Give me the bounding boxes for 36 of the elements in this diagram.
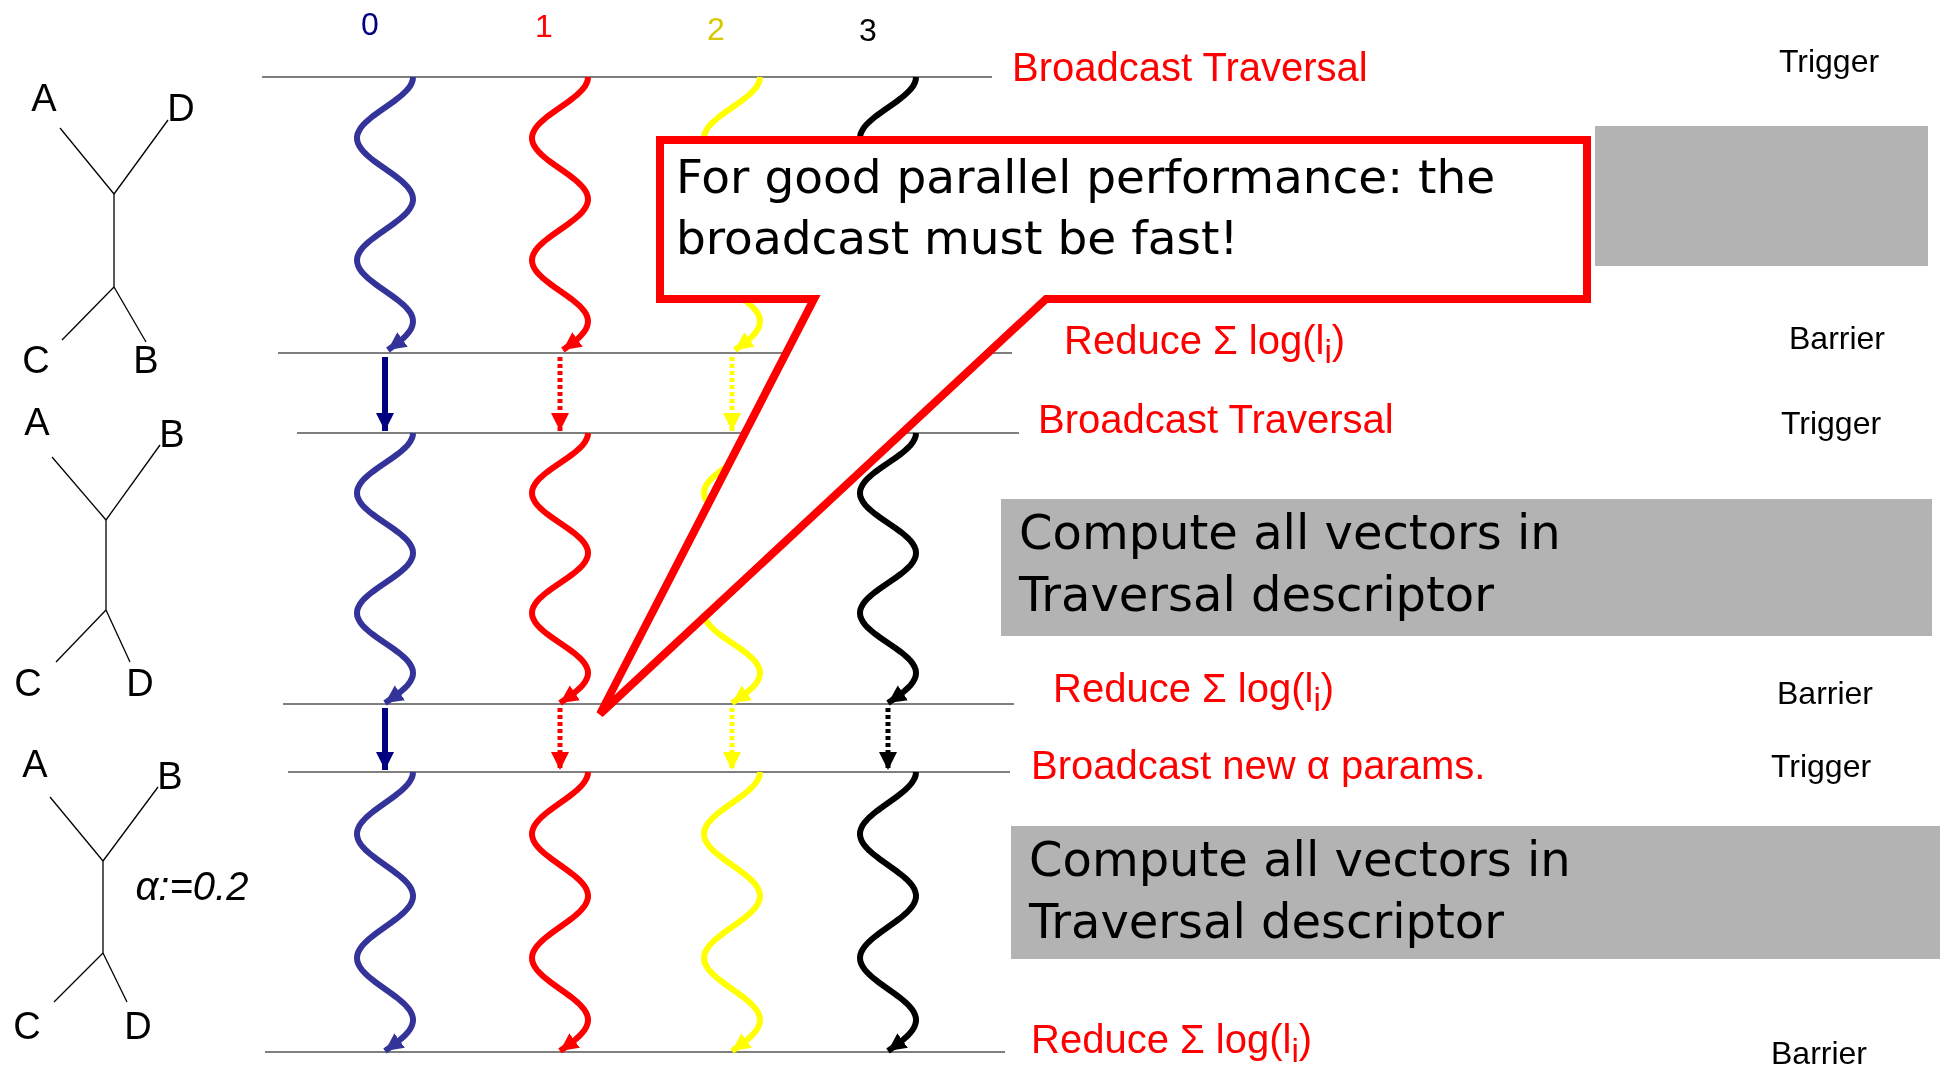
leaf-label: A — [31, 78, 57, 120]
callout-text: For good parallel performance: the broadcast must be fast! — [676, 148, 1497, 268]
phase-label: Reduce Σ log(l$_{i}$) — [1064, 317, 1346, 371]
leaf-label: B — [157, 756, 183, 798]
sync-label: Trigger — [1778, 44, 1880, 80]
sync-label: Barrier — [1789, 321, 1885, 357]
box-text: Compute all vectors in Traversal descriptor — [1019, 503, 1562, 625]
leaf-label: C — [13, 1006, 41, 1048]
box-text: Compute all vectors in Traversal descriptor — [1029, 830, 1572, 952]
phase-label: Reduce Σ log(l$_{i}$) — [1031, 1016, 1313, 1069]
process-number: 2 — [707, 12, 725, 48]
phase-label: Broadcast Traversal — [1012, 45, 1368, 89]
shaded-box — [1011, 826, 1940, 959]
leaf-label: B — [133, 340, 159, 382]
sync-label: Barrier — [1771, 1036, 1867, 1069]
leaf-label: C — [14, 663, 42, 705]
shaded-box — [1595, 126, 1928, 266]
callout-balloon — [596, 136, 1591, 718]
process-number: 3 — [859, 13, 877, 49]
phase-label: Broadcast new α params. — [1031, 743, 1486, 787]
process-number: 1 — [535, 9, 553, 45]
process-number: 0 — [361, 7, 379, 43]
phase-label: Reduce Σ log(l$_{i}$) — [1053, 665, 1335, 719]
sync-label: Barrier — [1777, 676, 1873, 712]
leaf-label: B — [159, 414, 185, 456]
leaf-label: D — [167, 88, 195, 130]
sync-label: Trigger — [1780, 406, 1882, 442]
leaf-label: A — [24, 402, 50, 444]
leaf-label: A — [22, 744, 48, 786]
shaded-box — [1001, 499, 1932, 636]
leaf-label: C — [22, 340, 50, 382]
parameter-label: α:=0.2 — [135, 864, 249, 908]
sync-label: Trigger — [1770, 749, 1872, 785]
leaf-label: D — [126, 663, 154, 705]
leaf-label: D — [124, 1006, 152, 1048]
phase-label: Broadcast Traversal — [1038, 397, 1394, 441]
